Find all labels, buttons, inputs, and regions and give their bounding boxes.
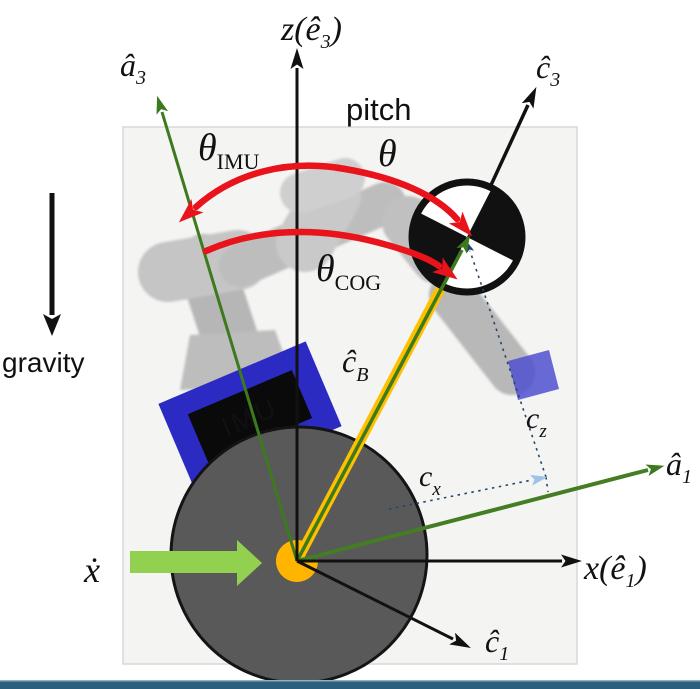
theta-cog-label: θCOG	[316, 248, 381, 295]
projection-construction	[388, 241, 549, 510]
a3-label: â3	[120, 47, 146, 89]
cb-vector-green	[295, 234, 470, 562]
arm-top-joint	[280, 158, 365, 213]
cz-dashed-line	[466, 241, 547, 478]
a1-label: â1	[666, 446, 692, 488]
imu-label-box	[187, 370, 313, 463]
a3-axis	[156, 95, 299, 562]
end-effector-pad	[508, 350, 559, 400]
c3-label: ĉ3	[536, 49, 560, 91]
xdot-label: ẋ	[83, 550, 100, 590]
x-axis-label: x(ê1)	[583, 550, 647, 592]
cz-label: cz	[526, 402, 547, 442]
arm-forearm-link	[429, 272, 535, 395]
cx-label: cx	[419, 460, 441, 500]
c1-label: ĉ1	[485, 623, 509, 665]
theta-imu-theta-arc	[178, 162, 473, 237]
cb-label: ĉB	[342, 343, 368, 386]
gravity-label: gravity	[2, 347, 84, 378]
accent-bar-highlight	[0, 680, 700, 682]
theta-label: θ	[378, 133, 397, 175]
theta-imu-label: θIMU	[198, 127, 260, 174]
theta-cog-arc	[202, 228, 458, 280]
z-axis-label: z(ê3)	[280, 11, 342, 53]
a1-axis	[296, 464, 665, 563]
pitch-label: pitch	[346, 92, 411, 127]
accent-bar	[0, 681, 700, 689]
c1-axis	[296, 559, 471, 648]
velocity-arrow	[130, 540, 262, 586]
cog-sector-right	[467, 188, 523, 262]
